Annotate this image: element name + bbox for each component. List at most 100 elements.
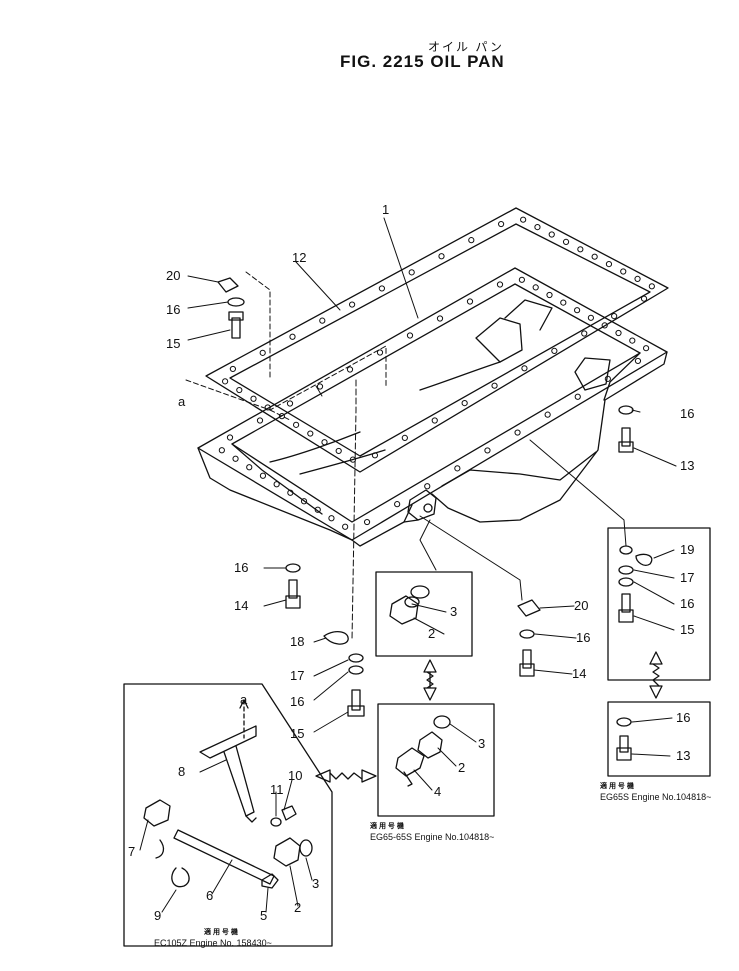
callout-c16g: 16 — [676, 710, 690, 725]
bolt-hole — [648, 283, 655, 290]
bolt-hole — [346, 366, 354, 373]
callout-c3b: 3 — [478, 736, 485, 751]
callout-c3c: 3 — [312, 876, 319, 891]
bolt-hole — [574, 307, 581, 314]
bolt-hole — [229, 365, 236, 373]
callout-c14b: 14 — [572, 666, 586, 681]
bolt-hole — [574, 393, 581, 400]
bolt-hole — [232, 455, 239, 462]
bolt-hole — [236, 386, 243, 394]
callout-c11: 11 — [270, 782, 284, 797]
bolt-hole — [643, 345, 650, 352]
bolt-hole — [321, 439, 328, 446]
bolt-hole — [468, 237, 475, 244]
bolt-hole — [316, 383, 324, 390]
bolt-hole — [408, 269, 415, 276]
callout-c8: 8 — [178, 764, 185, 779]
callout-c16f: 16 — [680, 596, 694, 611]
callout-c18: 18 — [290, 634, 304, 649]
bolt-hole — [289, 333, 296, 340]
bolt-hole — [376, 349, 384, 356]
bolt-hole — [591, 253, 598, 260]
bolt-hole — [491, 382, 498, 389]
callout-c16c: 16 — [234, 560, 248, 575]
bolt-hole — [222, 378, 229, 385]
bolt-hole — [514, 429, 521, 436]
callout-c14a: 14 — [234, 598, 248, 613]
bolt-holes — [218, 216, 655, 530]
box-d-caption: 適 用 号 機 EG65S Engine No.104818~ — [600, 783, 712, 802]
callout-c2b: 2 — [458, 760, 465, 775]
bolt-hole — [466, 298, 474, 305]
small-parts — [143, 277, 653, 889]
bolt-hole — [436, 315, 444, 322]
bolt-hole — [546, 291, 553, 299]
bolt-hole — [328, 515, 335, 522]
bolt-hole — [518, 276, 526, 283]
callout-c7: 7 — [128, 844, 135, 859]
bolt-hole — [611, 313, 618, 320]
gasket — [205, 207, 669, 473]
bolt-hole — [534, 224, 541, 231]
bolt-hole — [634, 275, 641, 282]
bolt-hole — [287, 489, 294, 496]
callout-c15a: 15 — [166, 336, 180, 351]
bolt-hole — [605, 261, 613, 268]
bolt-hole — [640, 295, 648, 302]
bolt-hole — [264, 404, 271, 411]
callout-c13a: 13 — [680, 458, 694, 473]
bolt-hole — [273, 481, 280, 488]
callout-c2a: 2 — [428, 626, 435, 641]
callout-c17a: 17 — [290, 668, 304, 683]
bolt-hole — [250, 395, 257, 402]
bolt-hole — [577, 246, 584, 253]
bolt-hole — [548, 231, 555, 238]
box-b-caption: 適 用 号 機 EG65-65S Engine No.104818~ — [370, 823, 495, 842]
bolt-hole — [394, 501, 401, 508]
callout-c19: 19 — [680, 542, 694, 557]
callout-c16b: 16 — [680, 406, 694, 421]
callout-c2c: 2 — [294, 900, 301, 915]
connection-arrows — [315, 651, 663, 783]
callout-c6: 6 — [206, 888, 213, 903]
oil-pan — [197, 267, 668, 547]
bolt-hole — [581, 330, 588, 337]
bolt-hole — [634, 357, 642, 365]
bolt-hole — [562, 238, 570, 245]
callout-c17b: 17 — [680, 570, 694, 585]
bolt-hole — [560, 299, 567, 306]
bolt-hole — [520, 216, 527, 223]
callout-c16e: 16 — [290, 694, 304, 709]
bolt-hole — [454, 465, 461, 472]
bolt-hole — [363, 518, 371, 526]
bolt-hole — [286, 400, 294, 407]
callout-c5: 5 — [260, 908, 267, 923]
bolt-hole — [406, 332, 414, 339]
bolt-hole — [218, 447, 225, 454]
bolt-hole — [498, 220, 505, 228]
bolt-hole — [378, 285, 385, 292]
callout-c3a: 3 — [450, 604, 457, 619]
bolt-hole — [496, 281, 504, 288]
callout-c4: 4 — [434, 784, 441, 799]
bolt-hole — [424, 483, 431, 490]
bolt-hole — [319, 317, 326, 324]
bolt-hole — [293, 421, 300, 428]
bolt-hole — [342, 523, 349, 530]
bolt-hole — [349, 301, 356, 308]
bolt-hole — [484, 447, 491, 454]
bolt-hole — [438, 253, 445, 260]
callout-c20b: 20 — [574, 598, 588, 613]
bolt-hole — [307, 430, 314, 437]
bolt-hole — [551, 347, 558, 354]
callout-c9: 9 — [154, 908, 161, 923]
callout-c20a: 20 — [166, 268, 180, 283]
callout-c12: 12 — [292, 250, 306, 265]
callout-c16d: 16 — [576, 630, 590, 645]
bolt-hole — [620, 268, 627, 275]
bolt-hole — [335, 447, 342, 455]
bolt-hole — [544, 411, 551, 418]
figure-title: FIG. 2215 OIL PAN — [340, 52, 505, 71]
bolt-hole — [532, 284, 539, 291]
